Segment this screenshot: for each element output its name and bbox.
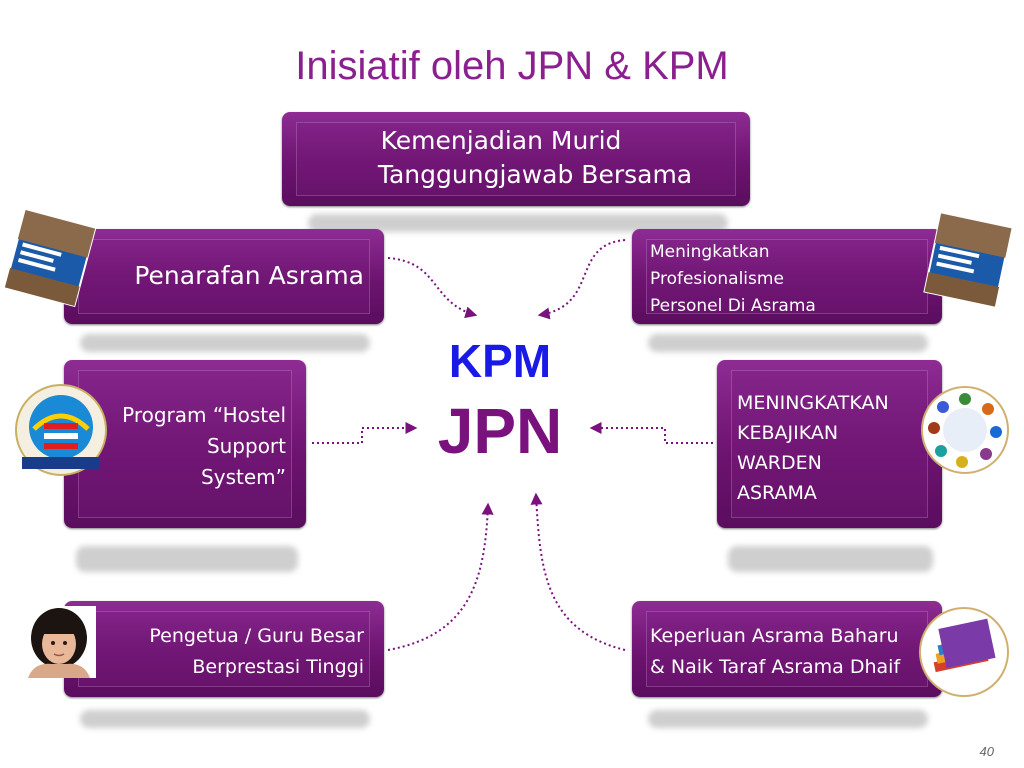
shadow [80,334,370,352]
arrow-penarafan [387,257,478,319]
box-pengetua-line1: Pengetua / Guru Besar [149,625,364,647]
arrow-kebajikan [589,422,713,444]
box-pengetua: Pengetua / Guru Besar Berprestasi Tinggi [64,601,384,697]
shadow [80,710,370,728]
box-profesionalisme-line1: Meningkatkan [650,242,770,262]
shadow [648,710,928,728]
books-stack-icon [919,607,1009,697]
arrow-keperluan [530,492,626,651]
shadow [648,334,928,352]
box-kebajikan-line3: WARDEN [737,452,822,474]
arrow-pengetua [387,502,494,651]
box-keperluan: Keperluan Asrama Baharu & Naik Taraf Asr… [632,601,942,697]
center-jpn-label: JPN [437,395,563,467]
education-blueprint-book-icon [3,208,97,308]
box-profesionalisme: Meningkatkan Profesionalisme Personel Di… [632,229,942,324]
nkea-circle-icon [921,386,1009,474]
arrow-profesionalisme [537,239,626,320]
box-hostel-line1: Program “Hostel [122,403,286,427]
box-kebajikan-line1: MENINGKATKAN [737,392,889,414]
page-number: 40 [979,744,994,759]
box-pengetua-line2: Berprestasi Tinggi [192,656,364,678]
top-box-line2: Tanggungjawab Bersama [377,160,693,189]
education-blueprint-book-icon [923,212,1013,308]
arrow-hostel [312,422,418,444]
box-kebajikan-line4: ASRAMA [737,482,817,504]
box-penarafan-label: Penarafan Asrama [134,261,364,290]
box-hostel-line2: Support [206,434,286,458]
shadow [728,546,933,572]
student-girl-photo-icon [22,606,96,678]
top-box-line1: Kemenjadian Murid [380,126,622,155]
page-title: Inisiatif oleh JPN & KPM [295,44,729,88]
center-kpm-label: KPM [448,335,552,387]
box-kebajikan-warden: MENINGKATKAN KEBAJIKAN WARDEN ASRAMA [717,360,942,528]
box-profesionalisme-line2: Profesionalisme [650,269,784,289]
box-keperluan-line1: Keperluan Asrama Baharu [650,625,899,647]
shadow [76,546,298,572]
shadow [308,214,728,232]
box-hostel-line3: System” [201,465,286,489]
box-profesionalisme-line3: Personel Di Asrama [650,296,816,316]
economic-transformation-logo-icon [15,384,107,476]
top-box-kemenjadian: Kemenjadian Murid Tanggungjawab Bersama [282,112,750,206]
box-keperluan-line2: & Naik Taraf Asrama Dhaif [650,656,901,678]
box-kebajikan-line2: KEBAJIKAN [737,422,839,444]
